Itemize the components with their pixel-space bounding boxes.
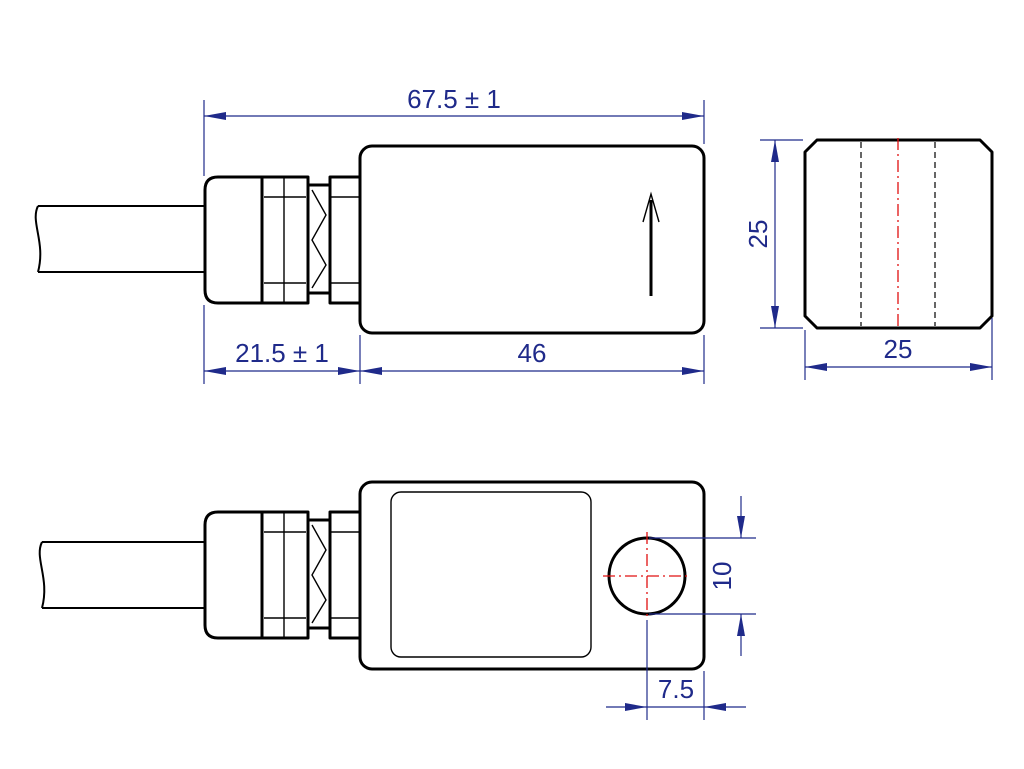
overall-length-label: 67.5 ± 1	[407, 84, 501, 114]
hole-diameter-label: 10	[707, 562, 737, 591]
sensor-body-bottom	[358, 480, 706, 671]
connector-bottom	[203, 510, 362, 640]
cable-bottom	[38, 541, 205, 609]
top-view	[34, 144, 706, 335]
dim-hole-offset: 7.5	[606, 620, 746, 720]
side-height-label: 25	[743, 220, 773, 249]
dim-side-height: 25	[743, 139, 803, 329]
dim-overall-length: 67.5 ± 1	[203, 84, 705, 176]
label-area	[390, 491, 592, 658]
connector-top	[203, 175, 362, 305]
side-width-label: 25	[884, 334, 913, 364]
cable-top	[34, 205, 205, 273]
hole-offset-label: 7.5	[658, 674, 694, 704]
dim-side-width: 25	[804, 318, 993, 380]
side-view	[803, 138, 994, 330]
dim-body-length: 46	[360, 335, 705, 384]
body-length-label: 46	[518, 338, 547, 368]
direction-arrow	[642, 191, 660, 296]
dim-connector-length: 21.5 ± 1	[203, 305, 361, 384]
dim-hole-diameter: 10	[649, 496, 756, 656]
sensor-body-side	[803, 138, 994, 330]
bottom-view	[38, 480, 706, 671]
sensor-body-top	[358, 144, 706, 335]
connector-length-label: 21.5 ± 1	[235, 338, 329, 368]
